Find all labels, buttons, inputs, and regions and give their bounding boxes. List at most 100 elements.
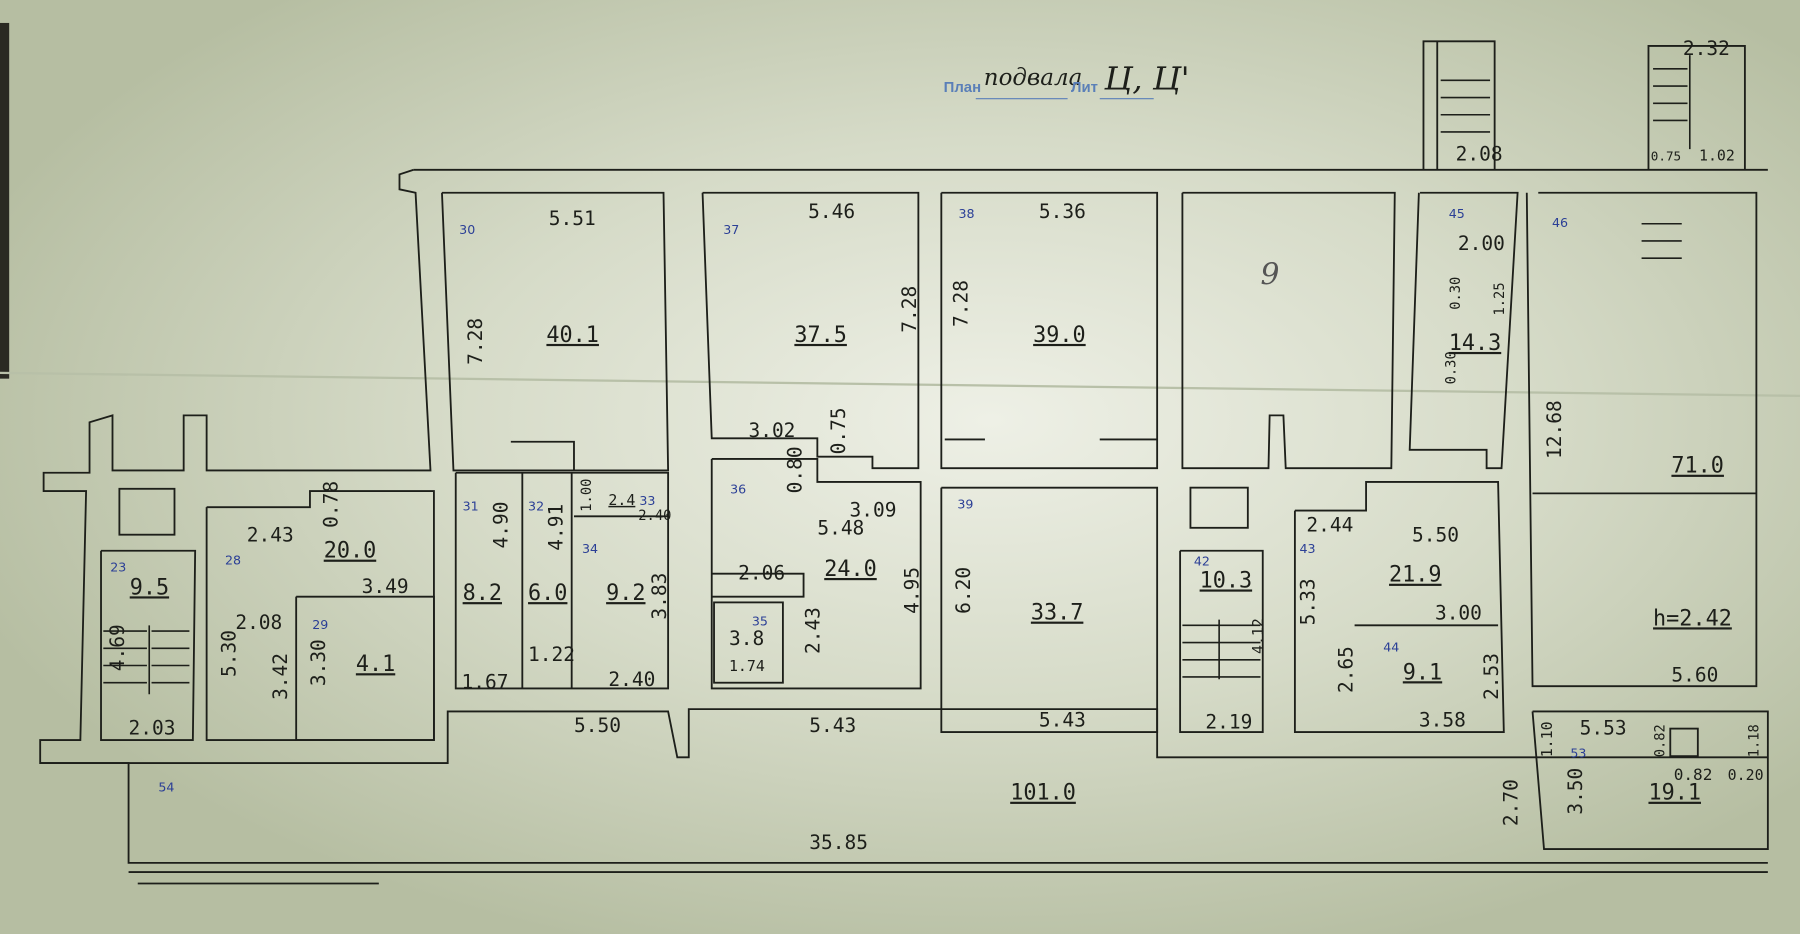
plan-label: 32 xyxy=(528,499,544,514)
room-29: 29 4.1 3.30 xyxy=(307,617,395,686)
room-28: 28 20.0 2.43 0.78 2.08 5.30 3.42 3.49 xyxy=(217,481,408,700)
plan-label: 35 xyxy=(752,613,768,628)
plan-label: 3.8 xyxy=(729,627,764,650)
plan-label: 12.68 xyxy=(1543,400,1566,459)
plan-label: 43 xyxy=(1299,541,1315,556)
plan-label: 42 xyxy=(1194,554,1210,569)
plan-label: 2.53 xyxy=(1480,653,1503,700)
room-42: 42 10.3 2.19 4.12 xyxy=(1194,554,1267,734)
plan-label: 3.42 xyxy=(269,653,292,700)
plan-label: 5.43 xyxy=(809,714,856,737)
plan-label: 101.0 xyxy=(1010,781,1076,806)
plan-label: 2.32 xyxy=(1683,37,1730,60)
plan-label: 0.20 xyxy=(1728,766,1764,784)
corridor-54: 54 101.0 35.85 5.50 5.43 xyxy=(158,714,1075,854)
plan-label: 31 xyxy=(463,499,479,514)
plan-label: 19.1 xyxy=(1648,781,1701,806)
plan-label: 2.44 xyxy=(1306,513,1353,536)
plan-label: 5.53 xyxy=(1580,716,1627,739)
plan-label: 6.20 xyxy=(952,567,975,614)
plan-label: 45 xyxy=(1449,206,1465,221)
room-45: 45 2.00 0.30 1.25 14.3 0.30 2.08 xyxy=(1444,143,1508,385)
plan-label: 5.30 xyxy=(217,630,240,677)
plan-label: 4.69 xyxy=(106,624,129,671)
plan-label: 9.5 xyxy=(130,575,169,600)
plan-label: 2.08 xyxy=(1456,143,1503,166)
room-46: 46 12.68 71.0 h=2.42 5.60 2.32 0.75 1.02 xyxy=(1543,37,1735,686)
plan-label: 7.28 xyxy=(464,318,487,365)
title-prefix: План xyxy=(944,80,981,96)
plan-label: 20.0 xyxy=(324,539,377,564)
plan-label: 0.82 xyxy=(1674,765,1713,784)
plan-label: 0.30 xyxy=(1448,277,1464,310)
plan-label: 0.30 xyxy=(1444,351,1460,384)
plan-label: 2.43 xyxy=(247,524,294,547)
plan-label: 0.75 xyxy=(827,407,850,454)
plan-label: 3.50 xyxy=(1564,768,1587,815)
plan-label: 8.2 xyxy=(463,581,502,606)
plan-label: 5.43 xyxy=(1039,708,1086,731)
plan-label: 37.5 xyxy=(794,323,847,348)
room-44: 44 3.00 9.1 3.58 2.65 2.53 xyxy=(1334,602,1503,732)
plan-label: 3.02 xyxy=(748,419,795,442)
plan-label: 39 xyxy=(957,496,973,511)
plan-label: 33 xyxy=(639,493,655,508)
plan-label: 2.08 xyxy=(235,611,282,634)
plan-label: 40.1 xyxy=(546,323,599,348)
plan-label: 35.85 xyxy=(809,831,868,854)
plan-label: 23 xyxy=(110,559,126,574)
plan-label: 1.67 xyxy=(461,670,508,693)
plan-label: 7.28 xyxy=(898,286,921,333)
ventilation-block xyxy=(118,487,176,536)
ventilation-block xyxy=(1189,486,1249,529)
plan-label: 10.3 xyxy=(1200,568,1253,593)
plan-label: 1.18 xyxy=(1747,724,1763,757)
title-floor: подвала xyxy=(984,65,1082,91)
plan-label: 53 xyxy=(1570,745,1586,760)
room-43: 43 2.44 5.50 21.9 5.33 xyxy=(1296,513,1459,625)
plan-label: 30 xyxy=(459,222,475,237)
plan-label: 0.78 xyxy=(319,481,342,528)
plan-label: 5.48 xyxy=(817,517,864,540)
plan-label: 0.80 xyxy=(783,446,806,493)
plan-label: 3.83 xyxy=(648,573,671,620)
plan-label: 3.09 xyxy=(849,498,896,521)
title-lit-value: Ц, Ц' xyxy=(1103,60,1189,98)
plan-label: 2.65 xyxy=(1334,646,1357,693)
room-35-36: 36 0.80 5.48 3.09 2.06 24.0 2.43 4.95 3.… xyxy=(729,407,923,675)
rooms-31-34: 31 8.2 4.90 1.67 32 6.0 4.91 1.22 33 1.0… xyxy=(461,479,671,694)
plan-label: 0.75 xyxy=(1651,149,1681,164)
room-30: 30 5.51 40.1 7.28 xyxy=(459,207,599,365)
plan-label: 2.00 xyxy=(1458,232,1505,255)
plan-label: 28 xyxy=(225,553,241,568)
plan-label: 4.91 xyxy=(544,504,567,551)
plan-label: 54 xyxy=(158,780,174,795)
plan-label: 24.0 xyxy=(824,557,877,582)
plan-label: 21.9 xyxy=(1389,563,1442,588)
plan-label: 71.0 xyxy=(1671,454,1724,479)
plan-label: 33.7 xyxy=(1031,601,1084,626)
pencil-mark: 9 xyxy=(1260,258,1279,293)
plan-label: 46 xyxy=(1552,215,1568,230)
plan-label: 36 xyxy=(730,481,746,496)
room-37: 37 5.46 37.5 7.28 xyxy=(723,200,921,348)
plan-label: 3.30 xyxy=(307,639,330,686)
walls xyxy=(39,40,1769,885)
plan-label: 1.02 xyxy=(1699,147,1735,165)
plan-label: 1.10 xyxy=(1538,721,1556,757)
plan-label: 2.19 xyxy=(1205,711,1252,734)
stairs xyxy=(103,55,1691,695)
plan-label: 1.00 xyxy=(579,479,595,512)
plan-label: 14.3 xyxy=(1449,331,1502,356)
plan-label: 5.46 xyxy=(808,200,855,223)
plan-label: 0.82 xyxy=(1653,724,1669,757)
plan-label: 2.70 xyxy=(1500,779,1523,826)
plan-label: 3.58 xyxy=(1419,708,1466,731)
plan-label: 2.43 xyxy=(802,607,825,654)
plan-label: 9.1 xyxy=(1403,660,1442,685)
plan-label: 5.60 xyxy=(1671,664,1718,687)
plan-label: 7.28 xyxy=(950,280,973,327)
